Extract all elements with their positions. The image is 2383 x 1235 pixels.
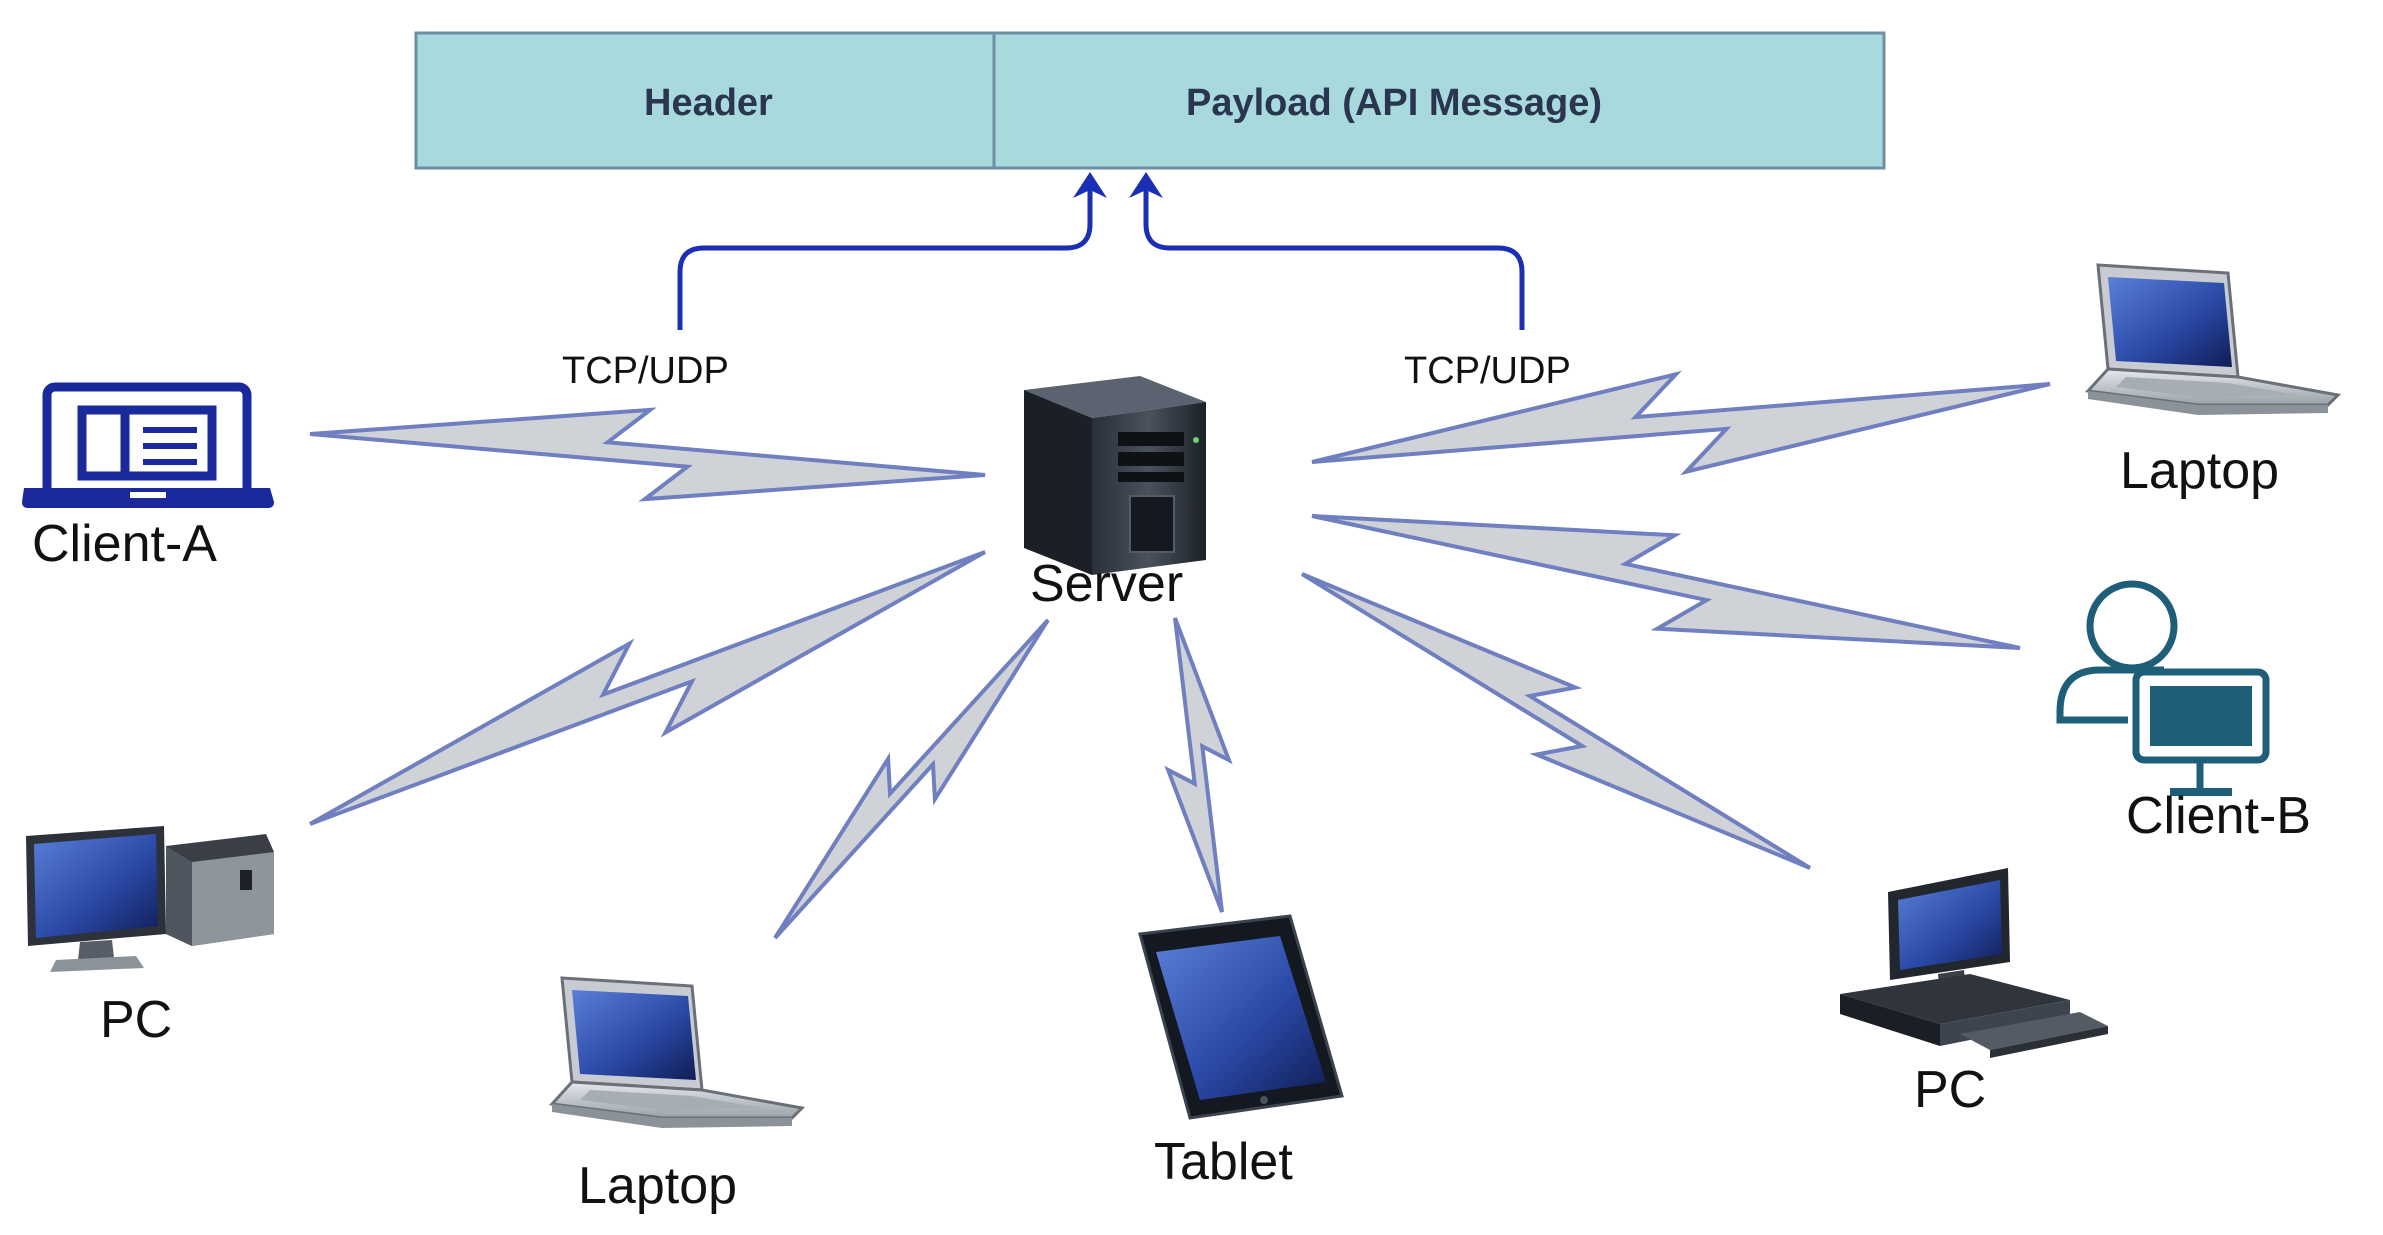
client-a-label: Client-A [32, 515, 217, 573]
user-desktop-screen [2150, 686, 2252, 746]
pc-right-label: PC [1914, 1061, 1987, 1119]
user-desktop-icon [2056, 580, 2270, 796]
left-protocol-arrow [677, 182, 1093, 330]
link-tablet [1164, 617, 1233, 913]
arrow-heads [1073, 172, 1163, 198]
server-label: Server [1030, 555, 1184, 613]
laptop-icon [2084, 263, 2342, 415]
server-tower-icon [1024, 376, 1206, 575]
tablet-label: Tablet [1154, 1133, 1293, 1191]
link-client-b [1311, 514, 2021, 650]
right-arrow-head [1129, 172, 1163, 198]
link-client-a [309, 407, 986, 502]
right-protocol-arrow [1143, 182, 1525, 330]
laptop-outline-icon [42, 382, 252, 502]
desktop-pc-icon [1840, 868, 2108, 1058]
link-laptop-top-right [1311, 370, 2051, 476]
packet-rect [414, 31, 1886, 170]
laptop-top-right-label: Laptop [2120, 442, 2280, 500]
right-protocol-label: TCP/UDP [1404, 350, 1571, 392]
link-pc-left [309, 550, 986, 826]
link-pc-right [1300, 572, 1812, 870]
packet-box [414, 31, 1886, 170]
laptop-bottom-label: Laptop [578, 1157, 738, 1215]
protocol-arrows [677, 182, 1525, 330]
left-protocol-label: TCP/UDP [562, 350, 729, 392]
packet-payload-label: Payload (API Message) [1186, 82, 1603, 124]
desktop-pc-icon [26, 826, 274, 972]
link-laptop-bottom [773, 618, 1050, 940]
client-b-label: Client-B [2126, 787, 2311, 845]
laptop-outline-trackpad [130, 492, 166, 498]
network-links [309, 370, 2051, 940]
left-arrow-head [1073, 172, 1107, 198]
tablet-icon [1138, 914, 1344, 1120]
packet-header-label: Header [644, 82, 773, 124]
pc-left-label: PC [100, 991, 173, 1049]
laptop-icon [548, 976, 806, 1128]
